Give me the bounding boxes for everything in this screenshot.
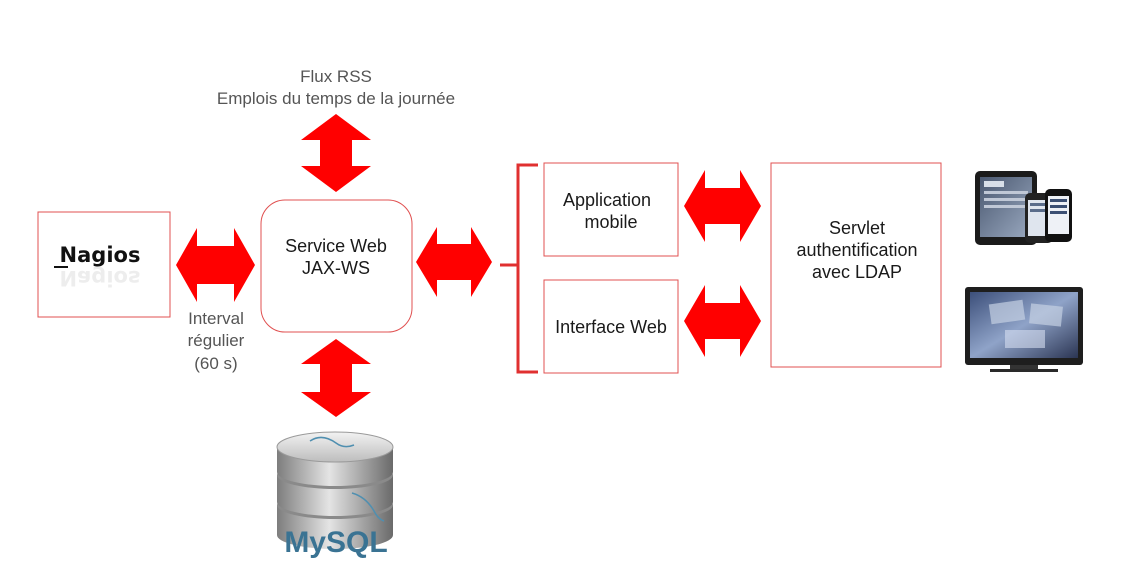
mysql-logo-text: MySQL xyxy=(284,526,387,559)
servlet-line2: authentification xyxy=(796,240,917,260)
tv-screen-icon xyxy=(965,287,1083,372)
servlet-line3: avec LDAP xyxy=(812,262,902,282)
rss-label: Flux RSS Emplois du temps de la journée xyxy=(217,67,455,108)
interval-label: Interval régulier (60 s) xyxy=(188,309,245,373)
rss-label-line1: Flux RSS xyxy=(300,67,372,86)
interval-label-line1: Interval xyxy=(188,309,244,328)
interval-label-line2: régulier xyxy=(188,331,245,350)
arrow-service-clients xyxy=(416,227,492,297)
app-mobile-line1: Application xyxy=(563,190,651,210)
interval-label-line3: (60 s) xyxy=(194,354,237,373)
app-mobile-line2: mobile xyxy=(584,212,637,232)
arrow-web-servlet xyxy=(684,285,761,357)
mysql-database-icon: MySQL xyxy=(234,424,434,570)
nagios-logo: Nagios Nagios xyxy=(54,243,140,290)
nagios-logo-text: Nagios xyxy=(60,243,141,267)
servlet-line1: Servlet xyxy=(829,218,885,238)
service-web-line1: Service Web xyxy=(285,236,387,256)
arrow-nagios-service xyxy=(176,228,255,302)
rss-label-line2: Emplois du temps de la journée xyxy=(217,89,455,108)
interface-web-box xyxy=(543,279,679,374)
app-mobile-box xyxy=(543,162,679,257)
mobile-devices-icon xyxy=(975,171,1072,245)
nagios-box xyxy=(37,211,171,318)
servlet-box xyxy=(770,162,942,368)
arrow-rss-service xyxy=(301,114,371,192)
service-web-line2: JAX-WS xyxy=(302,258,370,278)
client-bracket xyxy=(500,163,538,374)
arrow-service-mysql xyxy=(301,339,371,417)
service-web-box xyxy=(260,199,413,333)
nagios-logo-reflection: Nagios xyxy=(60,266,141,290)
interface-web-label: Interface Web xyxy=(555,317,667,337)
arrow-mobile-servlet xyxy=(684,170,761,242)
